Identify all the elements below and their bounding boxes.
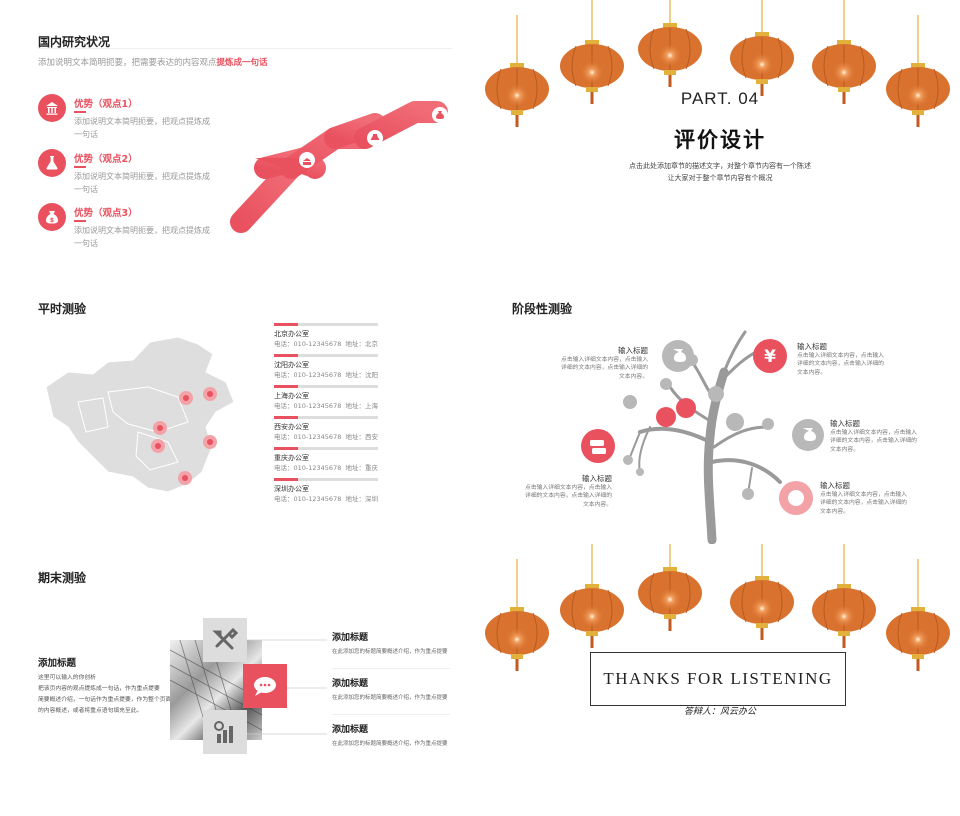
svg-text:¥: ¥ bbox=[764, 347, 776, 367]
point-desc: 添加说明文本简明扼要，把观点提炼成一句话 bbox=[74, 226, 210, 248]
point-desc: 添加说明文本简明扼要，把观点提炼成一句话 bbox=[74, 117, 210, 139]
divider bbox=[332, 714, 450, 715]
slide-stage-test: 阶段性测验 ¥ bbox=[480, 272, 960, 544]
growth-arrows-graphic bbox=[230, 101, 448, 233]
connector-lines bbox=[247, 639, 327, 735]
icon-circles: ¥ bbox=[581, 339, 824, 515]
map-markers bbox=[151, 387, 217, 485]
slide-domestic-research: 国内研究状况 添加说明文本简明扼要，把需要表达的内容观点提炼成一句话 优势（观点… bbox=[0, 0, 480, 272]
tree-graphic: ¥ bbox=[581, 330, 824, 544]
slide-thanks: THANKS FOR LISTENING 答辩人：风云办公 bbox=[480, 544, 960, 816]
thanks-box: THANKS FOR LISTENING bbox=[590, 652, 846, 706]
section-title: 评价设计 bbox=[674, 128, 766, 152]
subtitle: 添加说明文本简明扼要，把需要表达的内容观点提炼成一句话 bbox=[38, 58, 268, 68]
tree-label-4: 输入标题 点击输入详细文本内容，点击输入详细的文本内容，点击输入详细的文本内容。 bbox=[525, 474, 612, 508]
slide-final-test: 期末测验 添加标题 这里可以输入的你创析把该页内容的观点提炼成一句话，作为重点提… bbox=[0, 544, 480, 816]
slide-part4-cover: PART. 04 评价设计 点击此处添加章节的描述文字，对整个章节内容有一个陈述… bbox=[480, 0, 960, 272]
right-item-1: 添加标题 在此添加您的标题简要概述介绍，作为重点提要 bbox=[332, 633, 448, 655]
point-heading: 优势（观点3） bbox=[74, 208, 138, 219]
divider bbox=[38, 48, 452, 49]
right-item-3: 添加标题 在此添加您的标题简要概述介绍，作为重点提要 bbox=[332, 725, 448, 747]
presenter-wrap: 答辩人：风云办公 bbox=[480, 699, 960, 718]
chat-icon bbox=[243, 664, 287, 708]
bank-icon bbox=[38, 94, 66, 122]
moneybag-icon: $ bbox=[38, 203, 66, 231]
point-desc: 添加说明文本简明扼要，把观点提炼成一句话 bbox=[74, 172, 210, 194]
left-heading: 添加标题 bbox=[38, 658, 77, 669]
svg-text:$: $ bbox=[50, 217, 54, 224]
tools-icon bbox=[203, 618, 247, 662]
slide-title: 阶段性测验 bbox=[512, 302, 573, 316]
tree-label-1: 输入标题 点击输入详细文本内容，点击输入详细的文本内容，点击输入详细的文本内容。 bbox=[561, 346, 648, 380]
tree-label-2: 输入标题 点击输入详细文本内容，点击输入详细的文本内容，点击输入详细的文本内容。 bbox=[797, 342, 884, 376]
china-map bbox=[45, 336, 235, 493]
point-heading: 优势（观点1） bbox=[74, 99, 138, 110]
tree-label-3: 输入标题 点击输入详细文本内容，点击输入详细的文本内容，点击输入详细的文本内容。 bbox=[830, 419, 917, 453]
divider bbox=[640, 705, 796, 706]
thanks-text: THANKS FOR LISTENING bbox=[603, 669, 833, 688]
chart-gear-icon bbox=[203, 710, 247, 754]
slide-title: 期末测验 bbox=[38, 571, 87, 585]
tree-label-5: 输入标题 点击输入详细文本内容，点击输入详细的文本内容，点击输入详细的文本内容。 bbox=[820, 481, 907, 515]
left-body: 这里可以输入的你创析把该页内容的观点提炼成一句话，作为重点提要简要概述介绍，一句… bbox=[38, 675, 172, 714]
part-number: PART. 04 bbox=[680, 89, 760, 108]
presenter: 答辩人：风云办公 bbox=[675, 707, 764, 717]
section-desc: 点击此处添加章节的描述文字，对整个章节内容有一个陈述让大家对于整个章节内容有个概… bbox=[629, 162, 811, 182]
slide-title: 平时测验 bbox=[38, 302, 87, 316]
accent-bar bbox=[74, 220, 86, 222]
flask-icon bbox=[38, 149, 66, 177]
point-heading: 优势（观点2） bbox=[74, 154, 138, 165]
divider bbox=[332, 668, 450, 669]
accent-bar bbox=[74, 111, 86, 113]
right-item-2: 添加标题 在此添加您的标题简要概述介绍，作为重点提要 bbox=[332, 679, 448, 701]
accent-bar bbox=[74, 166, 86, 168]
slide-title: 国内研究状况 bbox=[38, 35, 111, 49]
